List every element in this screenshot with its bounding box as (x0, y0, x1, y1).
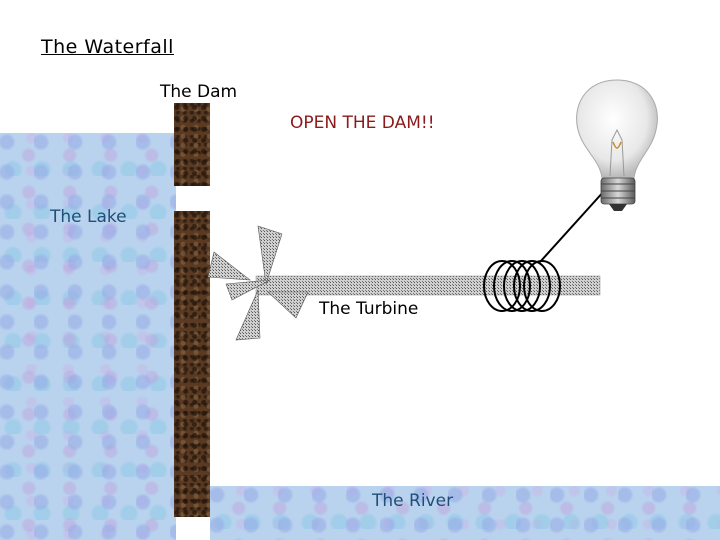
diagram-title: The Waterfall (41, 36, 174, 58)
dam-lower-section (174, 211, 210, 517)
turbine-label: The Turbine (319, 299, 419, 319)
river-label: The River (372, 491, 454, 511)
lake-label: The Lake (50, 207, 127, 227)
wire (539, 189, 606, 263)
light-bulb-icon (576, 79, 658, 211)
lake (0, 133, 176, 540)
river (210, 486, 720, 540)
coil-icon (483, 260, 561, 312)
turbine-blades-icon (207, 225, 309, 341)
dam-upper-section (174, 103, 210, 186)
dam-label: The Dam (160, 82, 238, 102)
open-dam-button[interactable]: OPEN THE DAM!! (290, 113, 435, 133)
